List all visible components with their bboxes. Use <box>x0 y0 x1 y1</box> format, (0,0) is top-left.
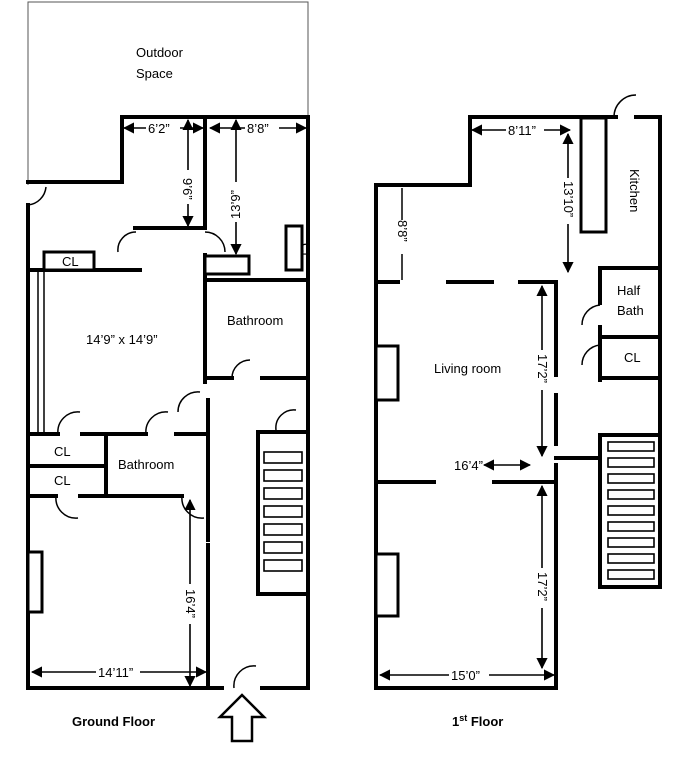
dim-label-13-10: 13’10” <box>561 181 576 217</box>
closet-top-label: CL <box>62 254 79 269</box>
dim-label-15-0: 15’0” <box>451 668 480 683</box>
dim-label-13-9: 13’9” <box>228 190 243 219</box>
stair-tread <box>607 569 655 580</box>
closet-upper-label: CL <box>54 444 71 459</box>
closet-lower-label: CL <box>54 473 71 488</box>
stair-tread <box>263 541 303 554</box>
dim-label-8-8: 8’8” <box>247 121 269 136</box>
main-room-label: 14’9” x 14’9” <box>86 332 158 347</box>
dim-label-14-11: 14’11” <box>98 665 133 680</box>
dim-label-9-6: 9’6” <box>180 178 195 200</box>
ground-staircase <box>256 430 310 596</box>
stair-tread <box>607 553 655 564</box>
half-bath-label-1: Half <box>617 283 641 298</box>
closet-top <box>42 250 96 272</box>
stair-tread <box>607 441 655 452</box>
first-floor-plan: 8’11” 13’10” 8’8” 17’2” 16’4” 17’2” 15’0… <box>374 94 662 729</box>
outdoor-space-label-1: Outdoor <box>136 45 184 60</box>
ground-floor-walls <box>26 115 310 690</box>
dim-label-16-4: 16’4” <box>183 589 198 618</box>
stair-tread <box>607 473 655 484</box>
first-floor-doors <box>581 94 637 366</box>
entrance-arrow-icon <box>216 693 268 743</box>
first-floor-walls <box>374 115 662 690</box>
dim-label-16-4-ff: 16’4” <box>454 458 483 473</box>
bathroom-right-label: Bathroom <box>227 313 283 328</box>
dim-label-8-8-ff: 8’8” <box>395 220 410 242</box>
dim-label-6-2: 6’2” <box>148 121 170 136</box>
first-staircase <box>598 433 662 589</box>
ground-fireplace <box>26 550 44 614</box>
stair-tread <box>607 457 655 468</box>
bathroom-vanity <box>203 254 251 276</box>
stair-tread <box>607 489 655 500</box>
first-stair-treads <box>607 441 655 580</box>
outdoor-space-label-2: Space <box>136 66 173 81</box>
stair-tread <box>263 469 303 482</box>
dim-label-8-11: 8’11” <box>508 123 536 138</box>
kitchen-label: Kitchen <box>627 169 642 212</box>
bathroom-left-label: Bathroom <box>118 457 174 472</box>
ground-floor-caption: Ground Floor <box>72 714 155 729</box>
front-fireplace <box>374 552 400 618</box>
stair-tread <box>607 505 655 516</box>
dim-label-17-2-lower: 17’2” <box>535 572 550 601</box>
ff-closet-label: CL <box>624 350 641 365</box>
first-floor-caption: 1st Floor <box>452 713 503 729</box>
outdoor-space-outline <box>27 1 309 185</box>
stair-tread <box>263 559 303 572</box>
ground-floor-plan: CL CL 6’2” <box>26 1 313 743</box>
closet-vertical <box>284 224 304 272</box>
closet-vertical-label: CL <box>298 243 313 260</box>
living-fireplace <box>374 344 400 402</box>
stair-tread <box>263 523 303 536</box>
stair-tread <box>263 451 303 464</box>
stair-tread <box>263 487 303 500</box>
half-bath-label-2: Bath <box>617 303 644 318</box>
dim-label-17-2-upper: 17’2” <box>535 354 550 383</box>
stair-tread <box>607 537 655 548</box>
kitchen-counter <box>579 116 608 234</box>
living-room-label: Living room <box>434 361 501 376</box>
ground-stair-treads <box>263 451 303 572</box>
stair-tread <box>607 521 655 532</box>
stair-tread <box>263 505 303 518</box>
